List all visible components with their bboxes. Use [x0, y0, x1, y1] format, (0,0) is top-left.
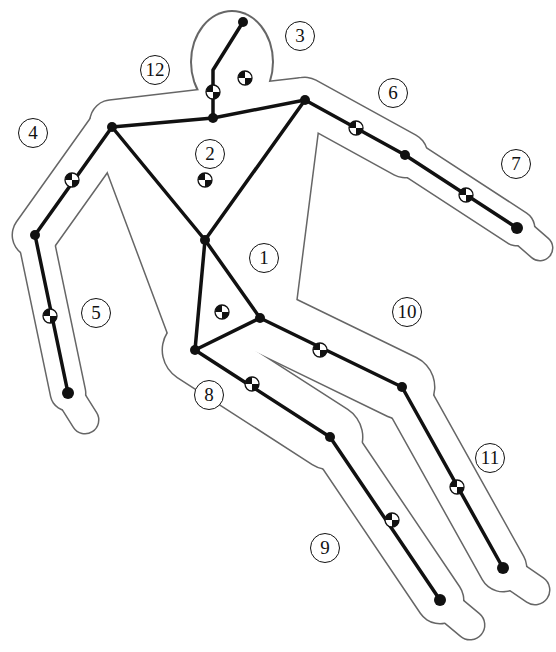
- callout-number: 11: [475, 443, 505, 473]
- joint-dots: [30, 17, 523, 606]
- callout-number: 3: [285, 21, 315, 51]
- callout-number: 12: [140, 55, 170, 85]
- body-fill: [35, 12, 540, 625]
- stick-figure: [35, 22, 517, 600]
- callout-number: 6: [378, 78, 408, 108]
- callout-number: 4: [18, 118, 48, 148]
- callout-number: 10: [392, 297, 422, 327]
- callout-number: 9: [310, 533, 340, 563]
- callout-number: 1: [249, 243, 279, 273]
- callout-number: 2: [195, 139, 225, 169]
- body-outline: [35, 10, 540, 625]
- center-of-mass-symbols: [43, 71, 473, 527]
- callout-number: 8: [194, 380, 224, 410]
- callout-number: 5: [81, 298, 111, 328]
- callout-number: 7: [501, 149, 531, 179]
